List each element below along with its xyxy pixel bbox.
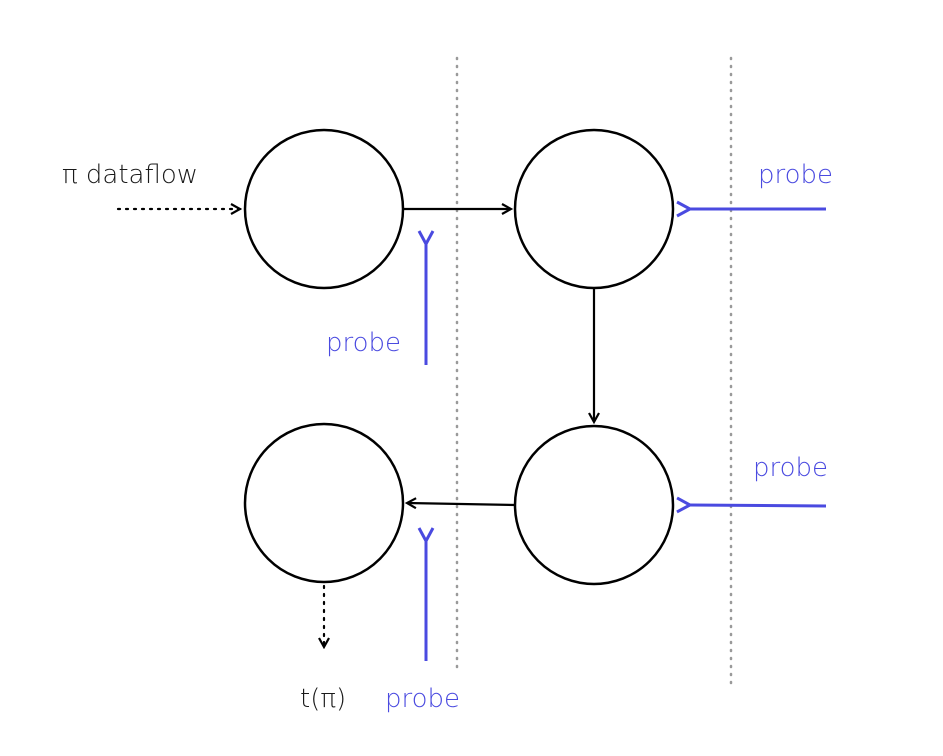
- input-label: π dataflow: [62, 160, 198, 190]
- output-label: t(π): [300, 684, 346, 714]
- probe-node-3-arrow: [690, 505, 827, 506]
- probe-edge-3-4-label: probe: [385, 684, 460, 714]
- node-2: [513, 128, 675, 290]
- node-3: [513, 424, 675, 586]
- probe-node-3-label: probe: [753, 453, 828, 483]
- edge-node-3-to-node-4: [407, 503, 517, 505]
- probe-node-2-label: probe: [758, 160, 833, 190]
- probe-edge-1-2-label: probe: [326, 328, 401, 358]
- node-1: [243, 128, 405, 290]
- node-4: [243, 422, 405, 584]
